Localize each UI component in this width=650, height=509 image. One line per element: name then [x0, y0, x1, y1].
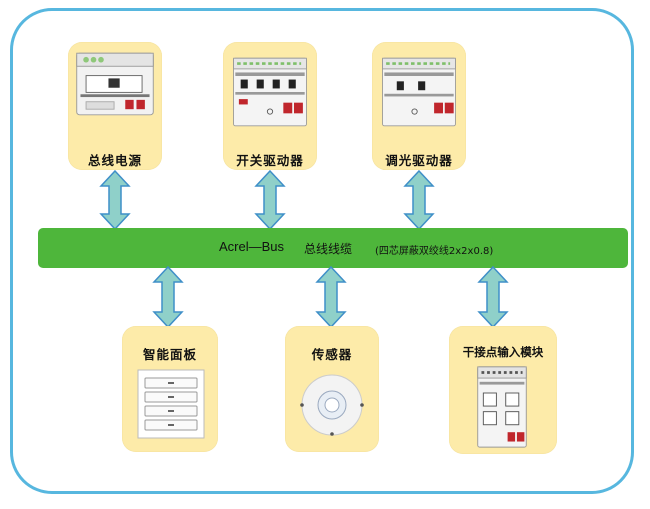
- card-dimmer-actuator: 调光驱动器: [372, 42, 466, 170]
- bus-cable-bar: Acrel—Bus 总线线缆 (四芯屏蔽双绞线2x2x0.8): [38, 228, 628, 268]
- card-switch-actuator: 开关驱动器: [223, 42, 317, 170]
- double-arrow-icon: [403, 169, 435, 231]
- double-arrow-icon: [99, 169, 131, 231]
- card-label: 智能面板: [142, 347, 197, 362]
- card-label: 总线电源: [87, 153, 142, 168]
- switch-actuator-icon: [233, 57, 307, 127]
- bus-note: (四芯屏蔽双绞线2x2x0.8): [375, 246, 494, 257]
- card-bus-power-supply: 总线电源: [68, 42, 162, 170]
- card-sensor: 传感器: [285, 326, 379, 452]
- card-label: 调光驱动器: [385, 153, 453, 168]
- outer-frame: [10, 8, 634, 494]
- ceiling-sensor-icon: [300, 374, 364, 436]
- double-arrow-icon: [477, 265, 509, 329]
- card-label: 开关驱动器: [236, 153, 304, 168]
- smart-panel-icon: [137, 369, 205, 439]
- card-label: 干接点输入模块: [462, 345, 544, 359]
- card-dry-contact-input: 干接点输入模块: [449, 326, 557, 454]
- dry-contact-input-icon: [477, 366, 527, 448]
- double-arrow-icon: [315, 265, 347, 329]
- double-arrow-icon: [152, 265, 184, 329]
- double-arrow-icon: [254, 169, 286, 231]
- bus-power-supply-icon: [76, 52, 154, 116]
- card-smart-panel: 智能面板: [122, 326, 218, 452]
- bus-subtitle: 总线线缆: [304, 242, 353, 256]
- bus-title: Acrel—Bus: [219, 239, 285, 254]
- dimmer-actuator-icon: [382, 57, 456, 127]
- card-label: 传感器: [311, 347, 353, 362]
